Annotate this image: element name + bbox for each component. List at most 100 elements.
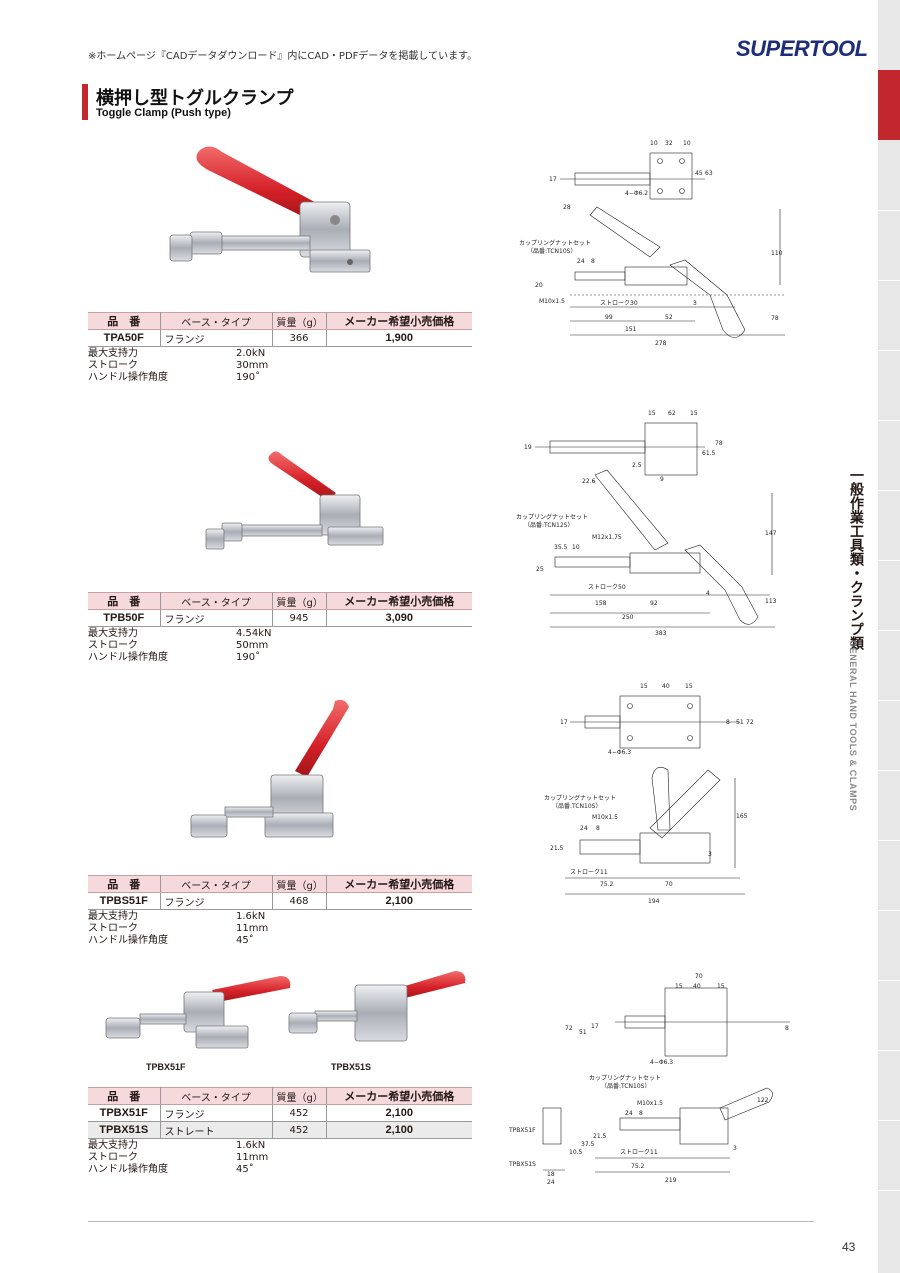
spec-table-tpa50f: 品 番 ベース・タイプ 質量（g） メーカー希望小売価格 TPA50F フランジ… [88, 312, 472, 347]
prop-row: ハンドル操作角度 45˚ [88, 1164, 268, 1176]
photo-caption-tpbx51f: TPBX51F [146, 1062, 186, 1072]
dim-label: 63 [705, 170, 713, 177]
col-base-header: ベース・タイプ [160, 875, 273, 893]
dim-label: 2.5 [632, 462, 642, 469]
dim-label: 10 [683, 140, 691, 147]
dim-label: 20 [535, 282, 543, 289]
dim-label: 15 [685, 683, 693, 690]
dim-label: 75.2 [600, 881, 614, 888]
hole-label: 4−Φ6.3 [650, 1059, 673, 1066]
dim-label: 32 [665, 140, 673, 147]
side-divider [878, 980, 900, 981]
dim-label: 383 [655, 630, 667, 637]
table-row: TPBX51S ストレート 452 2,100 [88, 1121, 472, 1139]
dim-label: 10 [572, 544, 580, 551]
base-type: フランジ [160, 1104, 273, 1122]
side-divider [878, 560, 900, 561]
table-row: TPBX51F フランジ 452 2,100 [88, 1104, 472, 1122]
dimension-drawing-tpbx51: 70 15 40 15 72 51 17 8 4−Φ6.3 カップリングナットセ… [508, 973, 790, 1186]
col-code-header: 品 番 [88, 875, 161, 893]
product-code: TPBX51S [88, 1121, 161, 1139]
photo-caption-tpbx51s: TPBX51S [331, 1062, 372, 1072]
col-base-header: ベース・タイプ [160, 312, 273, 330]
table-row: TPBS51F フランジ 468 2,100 [88, 892, 472, 910]
prop-key: ハンドル操作角度 [88, 935, 168, 946]
product-code: TPA50F [88, 329, 161, 347]
prop-key: ストローク [88, 640, 138, 651]
col-weight-header: 質量（g） [272, 1087, 327, 1105]
price: 3,090 [326, 609, 472, 627]
dim-label: 15 [690, 410, 698, 417]
coupling-label: カップリングナットセット [516, 513, 588, 521]
dim-label: 72 [565, 1025, 573, 1032]
logo-text: SUPERTOOL [736, 36, 868, 61]
stroke-label: ストローク11 [620, 1149, 658, 1156]
dim-label: 17 [549, 176, 557, 183]
base-type: フランジ [160, 892, 273, 910]
weight: 945 [272, 609, 327, 627]
side-category-en: GENERAL HAND TOOLS & CLAMPS [848, 640, 858, 812]
coupling-label: カップリングナットセット [544, 794, 616, 802]
side-divider [878, 770, 900, 771]
price: 2,100 [326, 1104, 472, 1122]
prop-row: ストローク 30mm [88, 360, 268, 372]
dim-label: 165 [736, 813, 748, 820]
variant-label: TPBX51F [508, 1127, 536, 1134]
prop-key: 最大支持力 [88, 1140, 138, 1151]
thread-label: M10x1.5 [592, 814, 618, 821]
prop-value: 11mm [236, 1152, 269, 1163]
prop-value: 30mm [236, 360, 269, 371]
tpbx51s-photo [288, 971, 466, 1042]
prop-key: ストローク [88, 360, 138, 371]
side-divider [878, 840, 900, 841]
dim-label: 15 [675, 983, 683, 990]
product-code: TPBS51F [88, 892, 161, 910]
dim-label: 3 [708, 851, 712, 858]
tpa50f-photo [169, 146, 371, 273]
table-row: TPA50F フランジ 366 1,900 [88, 329, 472, 347]
col-base-header: ベース・タイプ [160, 592, 273, 610]
prop-key: 最大支持力 [88, 911, 138, 922]
prop-value: 45˚ [236, 1164, 254, 1175]
prop-key: 最大支持力 [88, 348, 138, 359]
dim-label: 4 [706, 590, 710, 597]
dimension-drawing-tpa50f: 10 32 10 17 45 63 4−Φ6.2 28 110 カップリングナッ… [519, 140, 785, 347]
dim-label: 3 [693, 300, 697, 307]
page-title: 横押し型トグルクランプ [96, 88, 294, 109]
supertool-logo: SUPERTOOL [736, 36, 868, 62]
dim-label: 8 [639, 1110, 643, 1117]
col-code-header: 品 番 [88, 312, 161, 330]
dim-label: 37.5 [581, 1141, 595, 1148]
page-subtitle: Toggle Clamp (Push type) [96, 107, 231, 119]
dim-label: 8 [591, 258, 595, 265]
spec-table-tpb50f: 品 番 ベース・タイプ 質量（g） メーカー希望小売価格 TPB50F フランジ… [88, 592, 472, 627]
dim-label: 51 [736, 719, 744, 726]
thread-label: M10x1.5 [637, 1100, 663, 1107]
price: 1,900 [326, 329, 472, 347]
prop-value: 1.6kN [236, 1140, 266, 1151]
side-divider [878, 210, 900, 211]
dim-label: 219 [665, 1177, 677, 1184]
hole-label: 4−Φ6.2 [625, 190, 648, 197]
dim-label: 25 [536, 566, 544, 573]
variant-label: TPBX51S [508, 1161, 536, 1168]
dim-label: 61.5 [702, 450, 716, 457]
dim-label: 9 [660, 476, 664, 483]
side-divider [878, 420, 900, 421]
side-divider [878, 1120, 900, 1121]
prop-value: 50mm [236, 640, 269, 651]
dim-label: 24 [547, 1179, 555, 1186]
dim-label: 35.5 [554, 544, 568, 551]
cad-download-note: ※ホームページ『CADデータダウンロード』内にCAD・PDFデータを掲載していま… [88, 51, 478, 62]
prop-row: 最大支持力 1.6kN [88, 1140, 268, 1152]
prop-key: ハンドル操作角度 [88, 1164, 168, 1175]
prop-value: 45˚ [236, 935, 254, 946]
side-divider [878, 700, 900, 701]
side-category-jp: 一般作業工具類・クランプ類 [848, 468, 864, 650]
col-price-header: メーカー希望小売価格 [326, 1087, 472, 1105]
